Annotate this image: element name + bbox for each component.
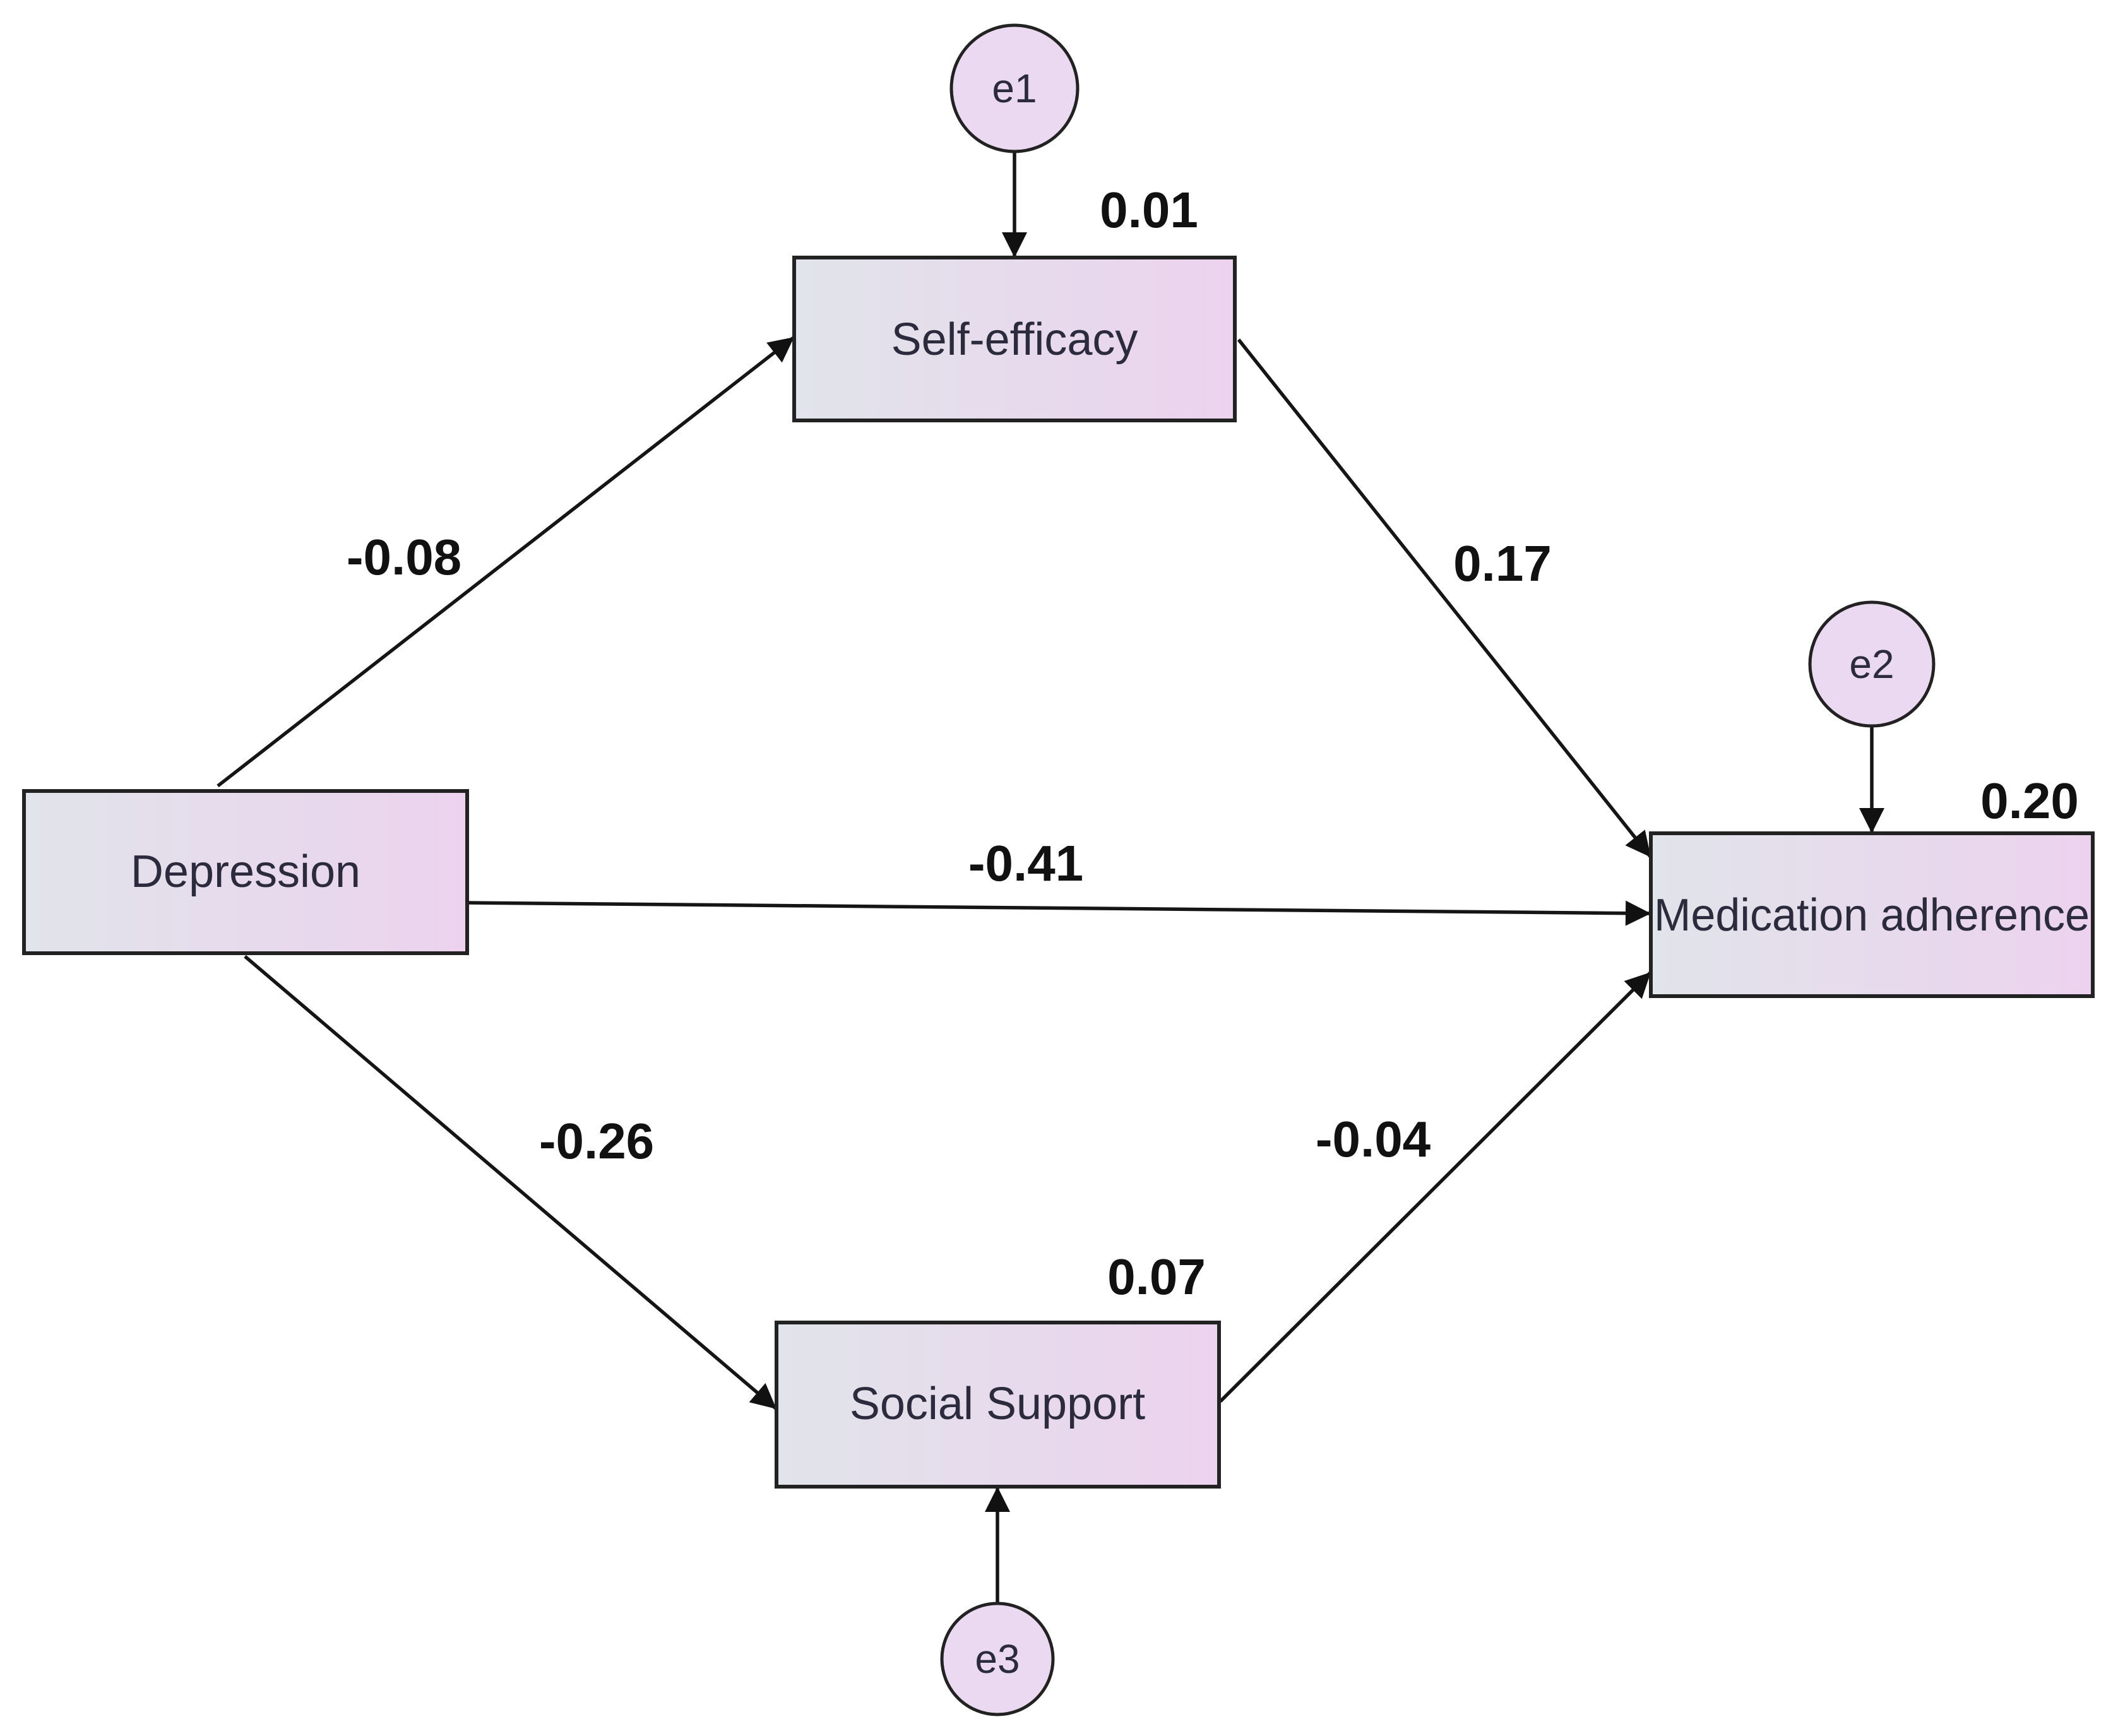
error-e1: e1	[949, 23, 1080, 153]
error-circle-e3	[940, 1602, 1055, 1716]
path-social-support-to-adherence	[1219, 971, 1652, 1403]
error-e2-label: e2	[1849, 641, 1894, 687]
path-self-efficacy-to-adherence	[1237, 338, 1653, 859]
node-depression-label: Depression	[131, 847, 360, 897]
path-depression-to-social-support	[244, 954, 778, 1411]
r2-self-efficacy: 0.01	[1100, 182, 1198, 238]
coef-depression-to-adherence: -0.41	[968, 835, 1083, 891]
node-medication-adherence: Medication adherence	[1649, 831, 2095, 998]
error-circle-e2	[1808, 600, 1936, 728]
r2-medication-adherence: 0.20	[1980, 773, 2079, 829]
node-depression: Depression	[22, 789, 469, 955]
node-social-support: Social Support	[775, 1321, 1221, 1489]
error-e3-label: e3	[975, 1636, 1020, 1682]
node-medication-adherence-label: Medication adherence	[1654, 890, 2090, 941]
error-circle-e1	[949, 23, 1080, 153]
node-self-efficacy-label: Self-efficacy	[891, 314, 1138, 365]
error-e1-label: e1	[992, 66, 1037, 111]
coef-depression-to-social-support: -0.26	[539, 1113, 654, 1169]
r2-social-support: 0.07	[1107, 1249, 1206, 1305]
coef-self-efficacy-to-adherence: 0.17	[1453, 535, 1552, 592]
node-self-efficacy: Self-efficacy	[792, 256, 1237, 422]
coef-depression-to-self-efficacy: -0.08	[347, 529, 461, 585]
error-e2: e2	[1808, 600, 1936, 728]
coef-social-support-to-adherence: -0.04	[1316, 1111, 1431, 1167]
path-depression-to-adherence	[467, 900, 1651, 926]
path-depression-to-self-efficacy	[217, 335, 795, 788]
node-social-support-label: Social Support	[850, 1379, 1145, 1429]
error-e3: e3	[940, 1602, 1055, 1716]
